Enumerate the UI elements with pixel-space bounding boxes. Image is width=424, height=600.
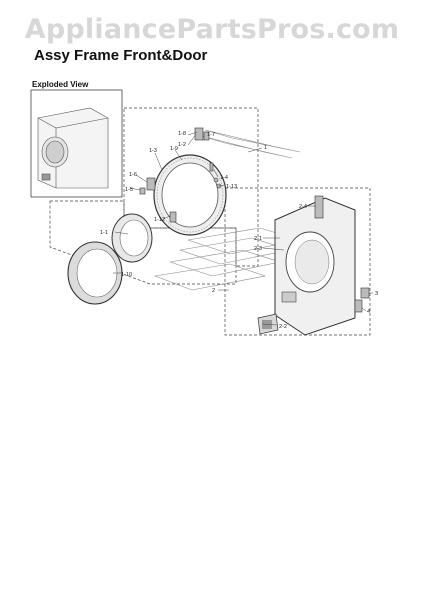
label-2-1: 2-1 (254, 236, 262, 242)
watermark: AppliancePartsPros.com (24, 14, 400, 45)
part-3 (360, 287, 370, 299)
washer-thumbnail (37, 107, 109, 189)
label-1-12: 1-12 (154, 217, 165, 223)
label-1-9: 1-9 (170, 146, 178, 152)
thumbnail-frame (30, 89, 123, 198)
group-1-lower-outline (49, 200, 237, 285)
label-2: 2 (212, 288, 215, 294)
label-2-3: 2-3 (254, 246, 262, 252)
label-1-2: 1-2 (178, 142, 186, 148)
label-1-7: 1-7 (207, 132, 215, 138)
exploded-view-label: Exploded View (32, 80, 89, 89)
label-1-13: 1-13 (226, 184, 237, 190)
label-1-3: 1-3 (149, 148, 157, 154)
front-panel (274, 197, 356, 336)
door-outer-ring (67, 241, 123, 305)
label-1-6: 1-6 (129, 172, 137, 178)
label-2-2: 2-2 (279, 324, 287, 330)
label-1: 1 (264, 145, 267, 151)
part-4 (354, 299, 363, 313)
door-inner-ring (111, 213, 153, 263)
label-1-1: 1-1 (100, 230, 108, 236)
label-2-4: 2-4 (299, 204, 307, 210)
label-1-4: 1-4 (220, 175, 228, 181)
label-4: 4 (367, 309, 370, 315)
label-3: 3 (375, 291, 378, 297)
door-hinge (314, 195, 324, 219)
label-1-8: 1-8 (178, 131, 186, 137)
hinge-parts (139, 127, 222, 223)
page-title: Assy Frame Front&Door (34, 47, 208, 64)
front-frame-ring (153, 154, 227, 236)
leader-lines (113, 131, 373, 326)
label-1-10: 1-10 (121, 272, 132, 278)
label-1-5: 1-5 (125, 187, 133, 193)
dispenser-box (257, 313, 279, 335)
group-2-outline (224, 187, 371, 336)
